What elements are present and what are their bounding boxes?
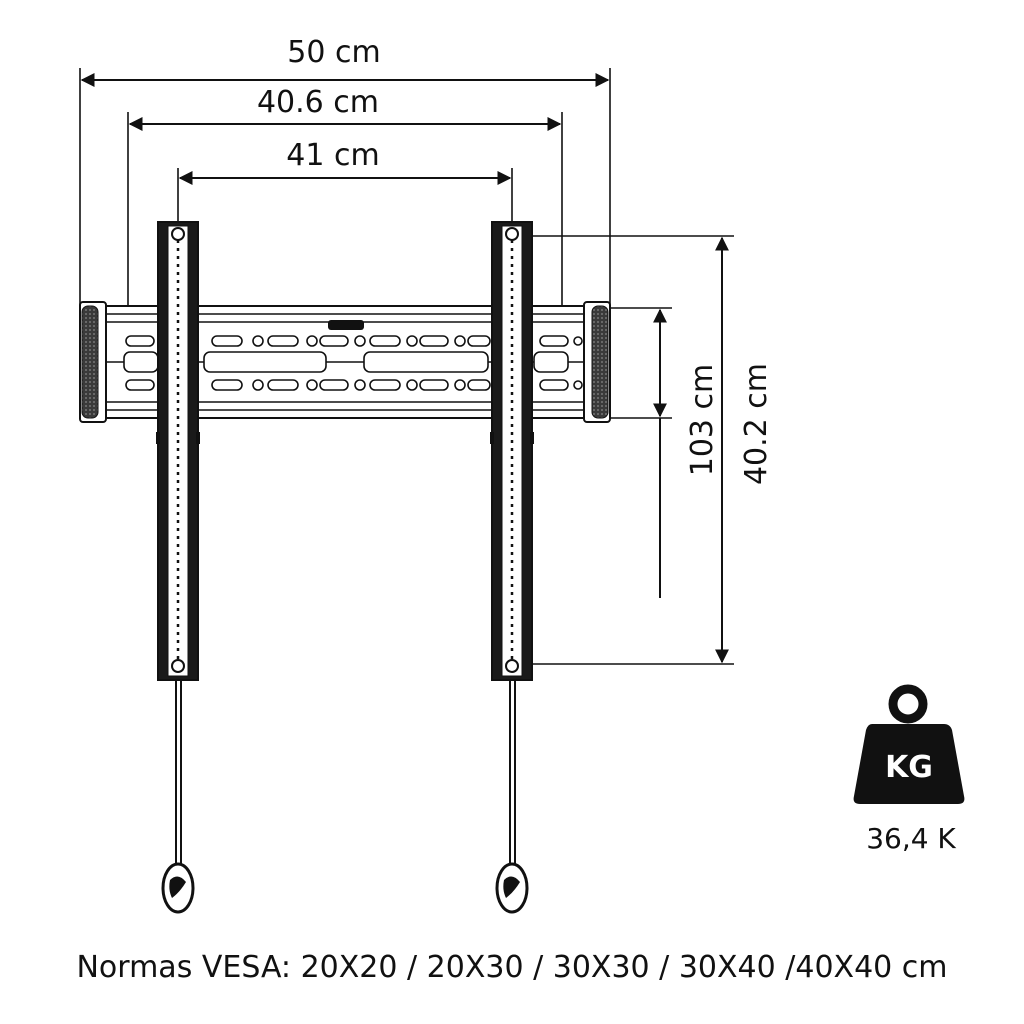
- total-width-label: 50 cm: [287, 35, 380, 70]
- outer-spacing-label: 40.6 cm: [257, 85, 379, 120]
- dimension-arm-height: 40.2 cm: [532, 235, 774, 665]
- plate-end-cap-left: [79, 301, 107, 423]
- plate-height-label: 103 cm: [685, 364, 720, 477]
- arm-height-label: 40.2 cm: [739, 363, 774, 485]
- plate-slots-top: [125, 335, 583, 347]
- dimension-total-width: 50 cm: [79, 35, 611, 305]
- vertical-arm-left: [156, 221, 200, 914]
- vesa-standards: Normas VESA: 20X20 / 20X30 / 30X30 / 30X…: [76, 950, 948, 985]
- weight-badge-text: KG: [885, 750, 933, 785]
- inner-spacing-label: 41 cm: [286, 138, 379, 173]
- weight-capacity: 36,4 K: [866, 822, 956, 855]
- plate-slots-bottom: [125, 379, 583, 391]
- dimension-outer-spacing: 40.6 cm: [127, 85, 563, 330]
- plate-end-cap-right: [583, 301, 611, 423]
- plate-slots-middle: [123, 351, 569, 373]
- vertical-arm-right: [490, 221, 534, 914]
- dimension-inner-spacing: 41 cm: [177, 138, 513, 225]
- weight-icon: KG: [853, 684, 965, 804]
- dimension-plate-height: 103 cm: [610, 307, 720, 598]
